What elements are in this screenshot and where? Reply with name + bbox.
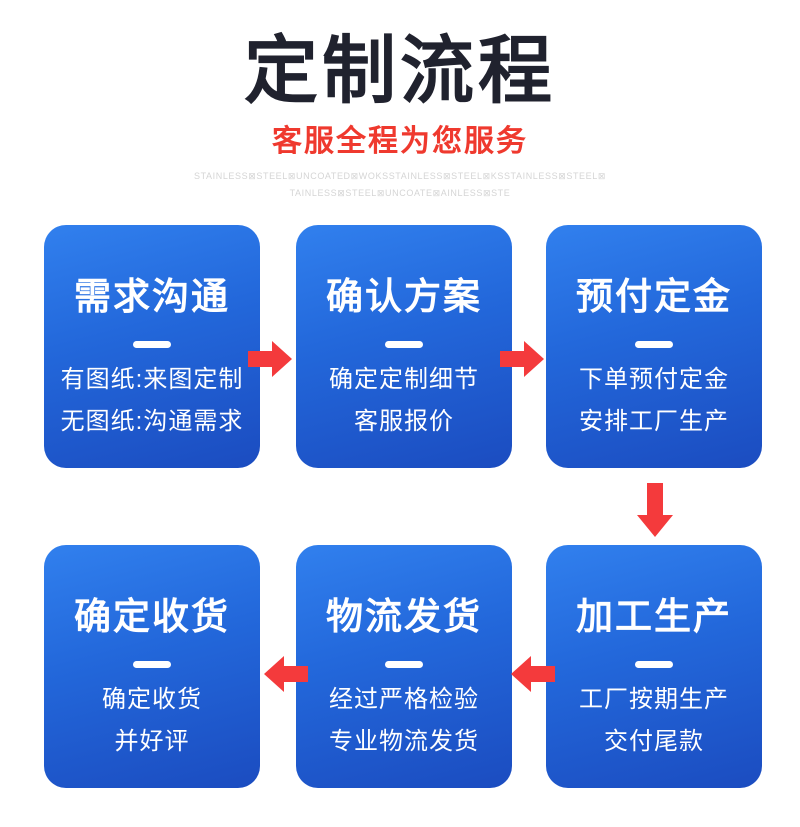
dash-divider: [635, 341, 673, 348]
watermark-text: STAINLESS⊠STEEL⊠UNCOATED⊠WOKSSTAINLESS⊠S…: [0, 168, 800, 202]
step-detail-line: 并好评: [114, 728, 190, 755]
arrow-left-icon: [264, 656, 308, 692]
dash-divider: [635, 661, 673, 668]
step-detail-line: 交付尾款: [604, 728, 704, 755]
dash-divider: [133, 661, 171, 668]
arrow-right-icon: [248, 341, 292, 377]
step-title: 需求沟通: [74, 276, 230, 317]
step-title: 确定收货: [74, 596, 230, 637]
step-detail-line: 下单预付定金: [579, 366, 729, 393]
step-detail-line: 无图纸:沟通需求: [60, 408, 244, 435]
watermark-line-1: STAINLESS⊠STEEL⊠UNCOATED⊠WOKSSTAINLESS⊠S…: [193, 171, 606, 181]
step-title: 预付定金: [576, 276, 732, 317]
arrow-left-icon: [511, 656, 555, 692]
arrow-right-icon: [500, 341, 544, 377]
step-detail-line: 有图纸:来图定制: [60, 366, 244, 393]
dash-divider: [385, 661, 423, 668]
step-title: 物流发货: [326, 596, 482, 637]
arrow-down-icon: [637, 483, 673, 537]
step-detail-line: 客服报价: [354, 408, 454, 435]
page-subtitle: 客服全程为您服务: [272, 125, 528, 158]
step-detail-line: 确定收货: [102, 686, 202, 713]
dash-divider: [385, 341, 423, 348]
page-title: 定制流程: [244, 29, 556, 112]
step-box-confirm-plan: 确认方案 确定定制细节 客服报价: [296, 225, 512, 468]
watermark-line-2: TAINLESS⊠STEEL⊠UNCOATE⊠AINLESS⊠STE: [289, 188, 511, 198]
step-title: 确认方案: [326, 276, 482, 317]
step-title: 加工生产: [576, 596, 732, 637]
step-detail-line: 专业物流发货: [329, 728, 479, 755]
step-detail-line: 安排工厂生产: [579, 408, 729, 435]
step-box-prepay-deposit: 预付定金 下单预付定金 安排工厂生产: [546, 225, 762, 468]
step-box-demand-communication: 需求沟通 有图纸:来图定制 无图纸:沟通需求: [44, 225, 260, 468]
step-box-processing-production: 加工生产 工厂按期生产 交付尾款: [546, 545, 762, 788]
dash-divider: [133, 341, 171, 348]
step-box-confirm-receipt: 确定收货 确定收货 并好评: [44, 545, 260, 788]
step-detail-line: 经过严格检验: [329, 686, 479, 713]
step-box-logistics-shipping: 物流发货 经过严格检验 专业物流发货: [296, 545, 512, 788]
step-detail-line: 工厂按期生产: [579, 686, 729, 713]
step-detail-line: 确定定制细节: [329, 366, 479, 393]
